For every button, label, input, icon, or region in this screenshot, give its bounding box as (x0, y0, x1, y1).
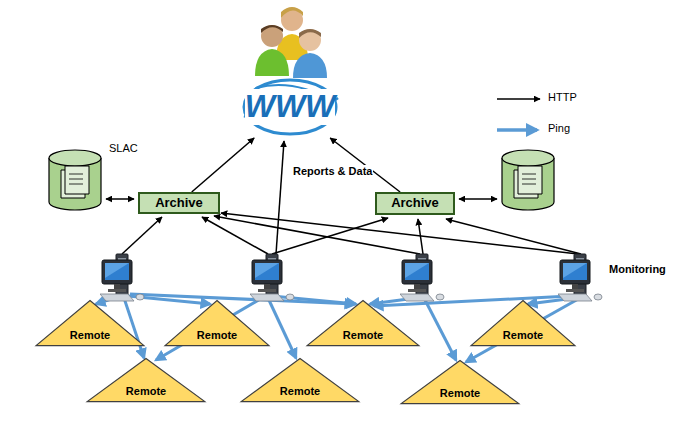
remote-label: Remote (197, 329, 237, 341)
monitoring-computer (100, 254, 144, 301)
monitoring-computer (400, 254, 444, 301)
remote-triangle: Remote (164, 300, 270, 346)
http-arrow (459, 198, 497, 200)
remote-triangle: Remote (240, 358, 360, 402)
flow-label: Reports & Data (292, 165, 373, 177)
remote-label: Remote (70, 329, 110, 341)
archive-box: Archive (375, 192, 455, 215)
monitoring-computer (558, 254, 602, 301)
legend-http-sample (497, 98, 540, 100)
remote-label: Remote (440, 387, 480, 399)
edge-layer (192, 138, 400, 192)
remote-triangle: Remote (400, 360, 520, 404)
role-label: Monitoring (608, 263, 667, 275)
remote-triangle: Remote (35, 300, 145, 346)
remote-label: Remote (343, 329, 383, 341)
www-globe: WWW (234, 76, 346, 138)
users-icon (255, 7, 327, 78)
legend-text: HTTP (548, 91, 577, 103)
remote-triangle: Remote (470, 300, 576, 346)
http-arrow (106, 198, 134, 200)
remote-triangle: Remote (306, 300, 420, 346)
database-icon (49, 150, 101, 210)
remote-label: Remote (126, 385, 166, 397)
http-connector (192, 138, 254, 192)
www-text: WWW (245, 89, 336, 124)
database-icon (502, 150, 554, 210)
monitoring-computer (250, 254, 294, 301)
archive-label: Archive (391, 196, 439, 210)
remote-triangle: Remote (86, 358, 206, 402)
legend-text: Ping (548, 122, 570, 134)
archive-label: Archive (155, 196, 203, 210)
archive-box: Archive (138, 192, 220, 214)
site-label: SLAC (108, 142, 139, 154)
http-lines (122, 141, 581, 254)
remote-label: Remote (503, 329, 543, 341)
ping-lines (96, 294, 580, 362)
remote-label: Remote (280, 385, 320, 397)
legend-ping-sample (497, 128, 537, 132)
